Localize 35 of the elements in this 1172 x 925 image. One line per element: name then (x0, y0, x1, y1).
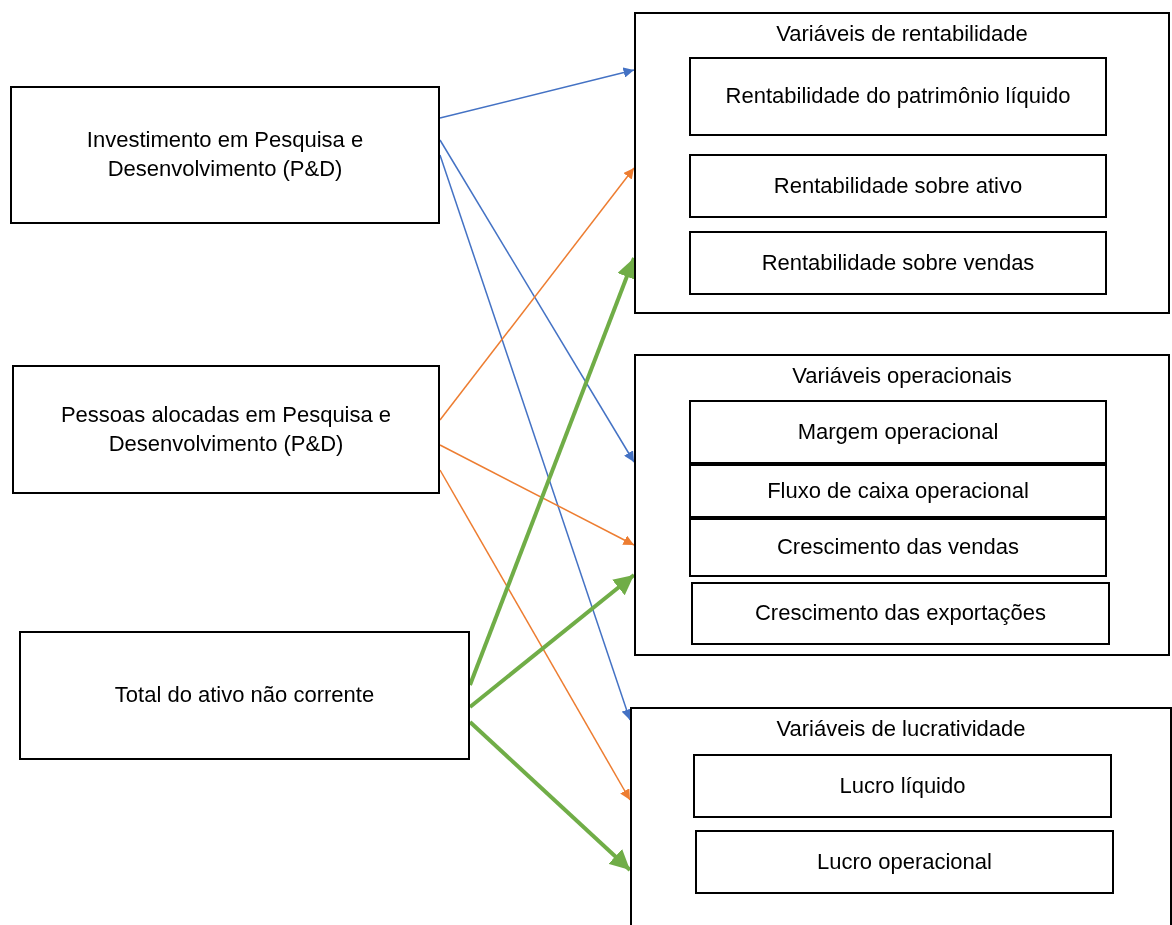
group-title: Variáveis de lucratividade (776, 715, 1026, 743)
variable-box (689, 518, 1107, 577)
variable-box (689, 464, 1107, 518)
box-label: Margem operacional (797, 417, 999, 446)
variable-box (689, 57, 1107, 136)
group-box (630, 707, 1172, 925)
variable-box (689, 231, 1107, 295)
box-label: Rentabilidade sobre ativo (773, 171, 1023, 200)
box-label: Pessoas alocadas em Pesquisa e Desenvolvimento (P&D) (59, 400, 393, 458)
box-label: Crescimento das exportações (755, 599, 1046, 628)
group-box (634, 354, 1170, 656)
variable-box (689, 154, 1107, 218)
variable-box (691, 582, 1110, 645)
variable-box (689, 400, 1107, 464)
variable-box (10, 86, 440, 224)
variable-box (19, 631, 470, 760)
variable-box (12, 365, 440, 494)
arrow (439, 139, 635, 463)
box-label: Crescimento das vendas (776, 533, 1020, 562)
arrow (439, 444, 635, 546)
box-label: Fluxo de caixa operacional (767, 476, 1029, 505)
group-title: Variáveis operacionais (792, 362, 1012, 390)
box-label: Lucro operacional (817, 847, 992, 876)
arrow (439, 67, 635, 119)
variable-box (695, 830, 1114, 894)
box-label: Rentabilidade sobre vendas (761, 248, 1035, 277)
arrow (439, 167, 635, 421)
box-label: Rentabilidade do patrimônio líquido (725, 82, 1071, 111)
group-box (634, 12, 1170, 314)
box-label: Total do ativo não corrente (114, 681, 375, 710)
box-label: Investimento em Pesquisa e Desenvolvimento (P&D) (85, 126, 365, 183)
group-title: Variáveis de rentabilidade (776, 20, 1028, 48)
variable-box (693, 754, 1112, 818)
arrow (439, 469, 631, 801)
box-label: Lucro líquido (839, 771, 966, 800)
